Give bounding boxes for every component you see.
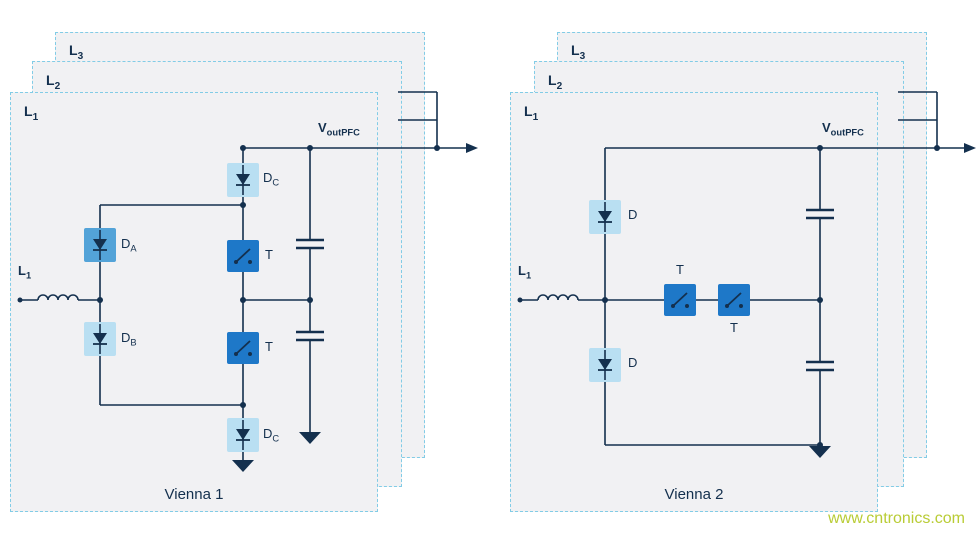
phase-panel-l1-right <box>510 92 878 512</box>
watermark-text: www.cntronics.com <box>828 510 965 527</box>
output-arrow <box>466 143 478 153</box>
output-arrow <box>964 143 976 153</box>
phase-panel-l1-left <box>10 92 378 512</box>
